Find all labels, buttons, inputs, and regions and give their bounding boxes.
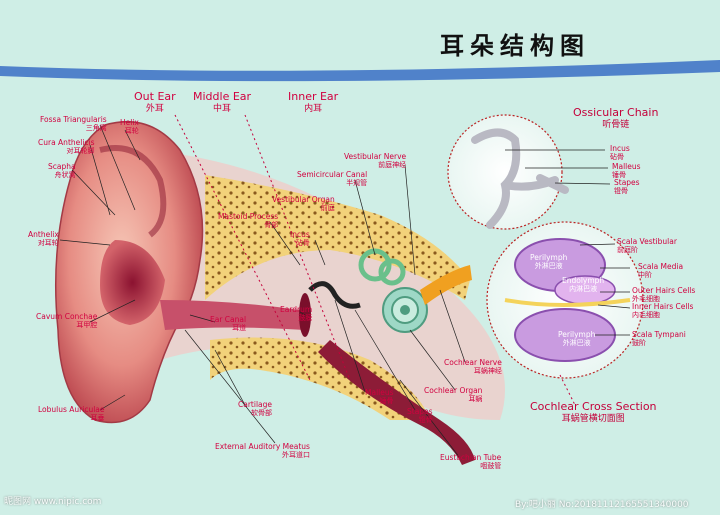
ear-canal <box>160 300 305 330</box>
ossicles <box>308 281 361 309</box>
section-dividers <box>174 114 576 406</box>
eustachian-tube-shape <box>318 340 475 465</box>
leader-lines <box>59 124 631 459</box>
watermark-right: By:吧小丽 No:20181112165551340000 <box>515 500 689 510</box>
helix-fold <box>99 145 167 238</box>
semicircular-canals <box>358 248 406 286</box>
cochlea <box>382 287 428 333</box>
page-title: 耳朵结构图 <box>440 32 590 60</box>
concha <box>100 240 165 325</box>
basilar-band <box>504 298 631 307</box>
ossicle-bones <box>471 128 569 229</box>
auditory-nerve <box>420 265 472 305</box>
watermark-left: 昵图网 www.nipic.com <box>4 497 102 507</box>
banner-stripe <box>0 60 720 82</box>
temporal-bone-lower <box>210 337 430 420</box>
